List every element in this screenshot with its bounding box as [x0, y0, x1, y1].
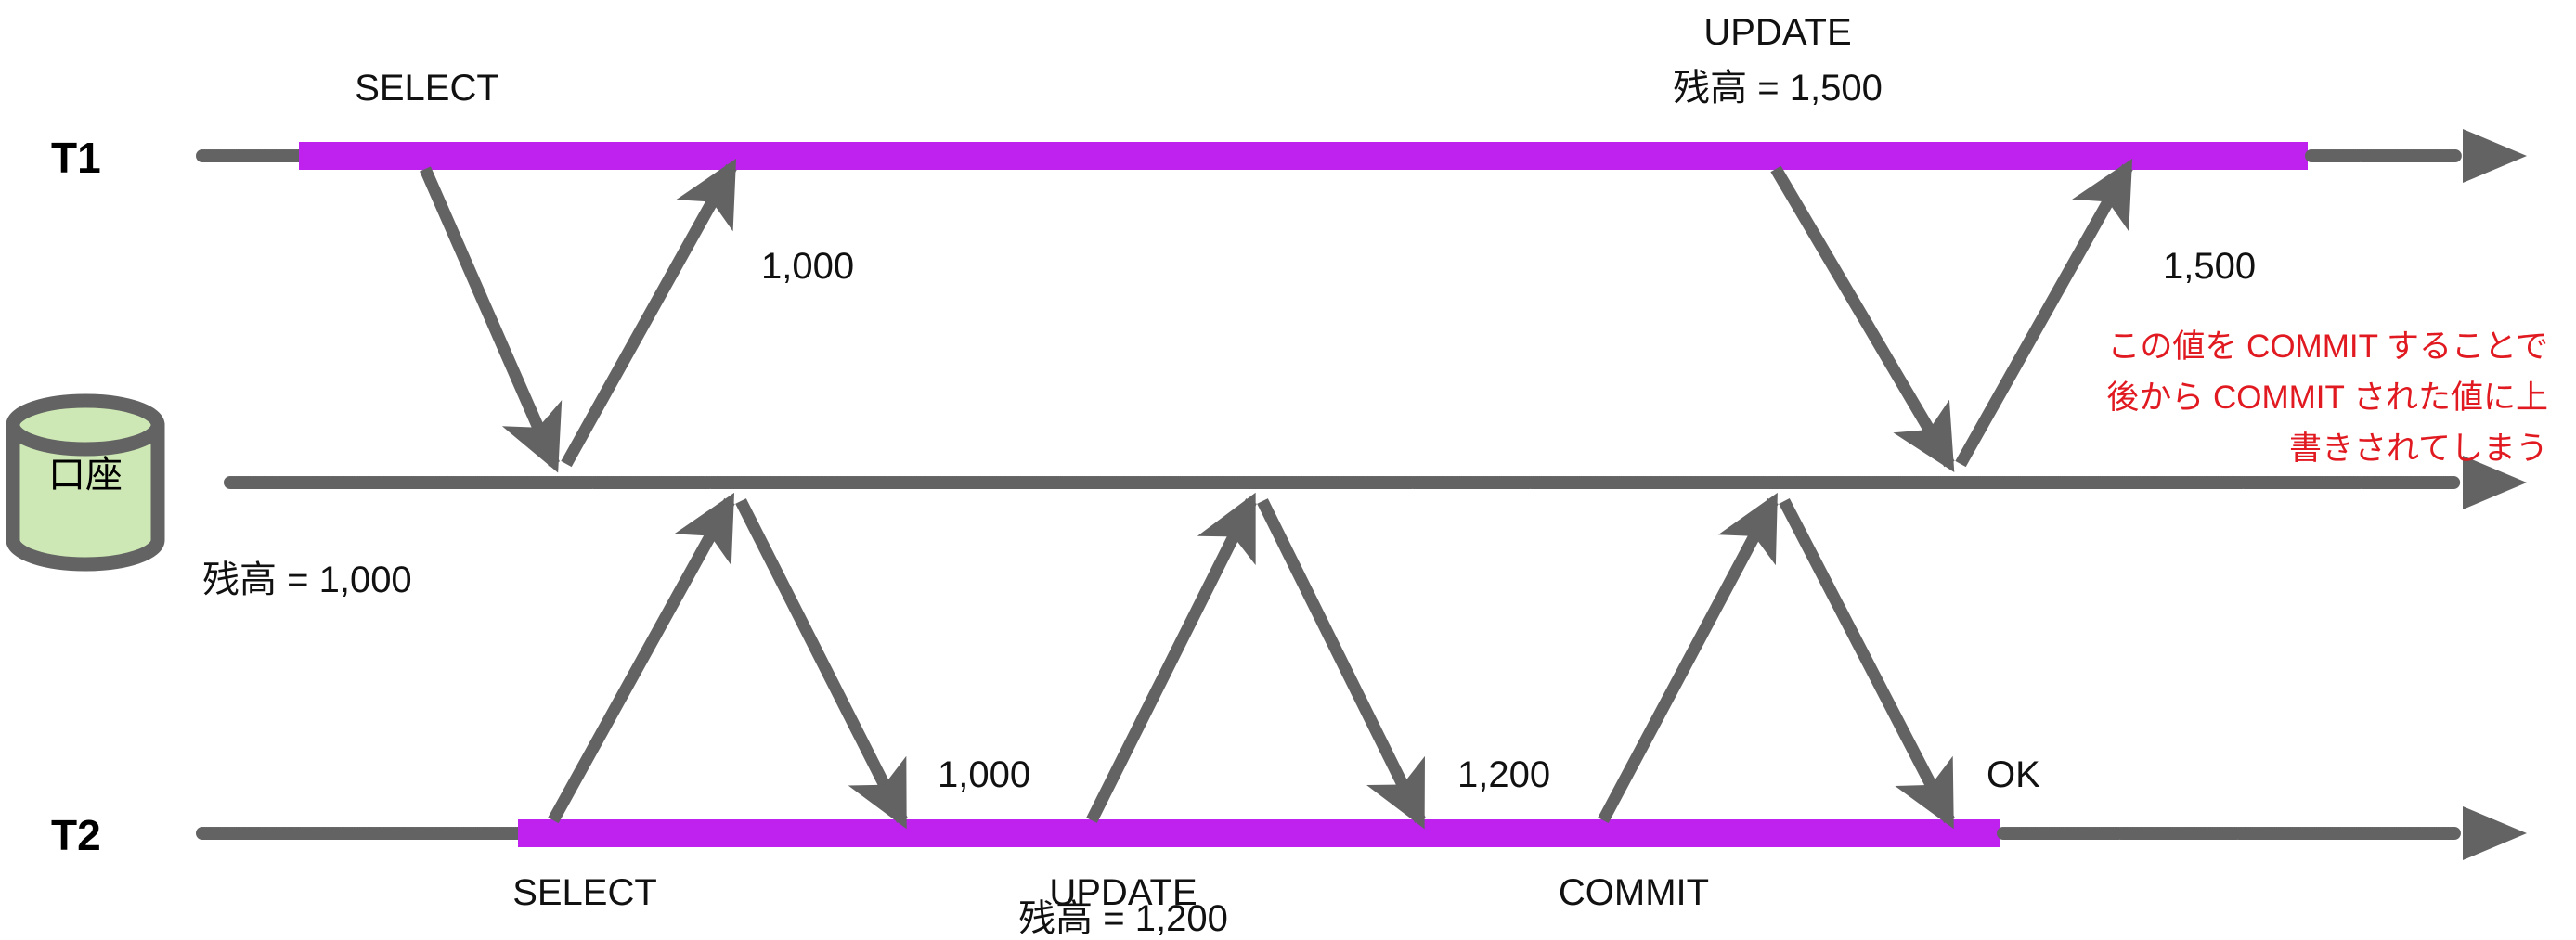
overwrite-warning-line3: 書きされてしまう — [2289, 431, 2548, 467]
account-timeline-arrow-icon — [2463, 456, 2527, 509]
t2-select-response-arrow — [735, 498, 908, 830]
t1-timeline-arrow-icon — [2463, 129, 2527, 183]
t1-update-response-arrow — [1955, 158, 2133, 468]
t2-update-response-arrow — [1257, 498, 1426, 830]
overwrite-warning-annotation: この値を COMMIT することで 後から COMMIT された値に上 書きされ… — [2106, 328, 2548, 467]
t1-select-interaction: SELECT 1,000 — [355, 68, 854, 473]
t1-update-result-label: 1,500 — [2163, 246, 2256, 287]
t2-commit-interaction: COMMIT OK — [1559, 492, 2040, 913]
account-state-label: 残高 = 1,000 — [202, 560, 412, 600]
lane-t2: T2 — [51, 806, 2527, 860]
lane-t1: T1 — [51, 129, 2527, 183]
t2-update-label-line2: 残高 = 1,200 — [1018, 898, 1228, 939]
t2-commit-label: COMMIT — [1559, 872, 1709, 913]
t2-active-bar — [518, 819, 2000, 847]
t1-update-label-line1: UPDATE — [1703, 12, 1851, 53]
t1-select-request-arrow — [420, 166, 563, 473]
t2-commit-response-arrow — [1779, 498, 1955, 830]
overwrite-warning-line1: この値を COMMIT することで — [2107, 328, 2548, 365]
t2-select-label: SELECT — [512, 872, 657, 913]
t2-select-interaction: SELECT 1,000 — [512, 492, 1030, 913]
t1-update-request-arrow — [1770, 165, 1955, 472]
t2-select-request-arrow — [548, 492, 735, 824]
t1-active-bar — [299, 142, 2308, 170]
t2-update-interaction: UPDATE 残高 = 1,200 1,200 — [1018, 492, 1550, 939]
lane-account — [224, 456, 2527, 509]
t1-update-interaction: UPDATE 残高 = 1,500 1,500 — [1673, 12, 2256, 472]
t1-select-label: SELECT — [355, 68, 499, 109]
lane-label-t1: T1 — [51, 134, 101, 182]
t2-update-label-line1: UPDATE — [1049, 872, 1197, 913]
t1-select-result-label: 1,000 — [761, 246, 854, 287]
t2-timeline-arrow-icon — [2463, 806, 2527, 860]
lane-label-t2: T2 — [51, 811, 101, 859]
t2-update-result-label: 1,200 — [1457, 754, 1550, 795]
database-label: 口座 — [48, 455, 123, 496]
t2-update-request-arrow — [1086, 492, 1257, 823]
t1-select-response-arrow — [561, 158, 737, 468]
t2-commit-request-arrow — [1598, 492, 1779, 824]
t1-update-label-line2: 残高 = 1,500 — [1673, 68, 1883, 109]
database-cylinder-icon: 口座 — [6, 393, 165, 572]
t2-commit-result-label: OK — [1987, 754, 2040, 795]
t2-select-result-label: 1,000 — [938, 754, 1030, 795]
overwrite-warning-line2: 後から COMMIT された値に上 — [2106, 380, 2548, 416]
